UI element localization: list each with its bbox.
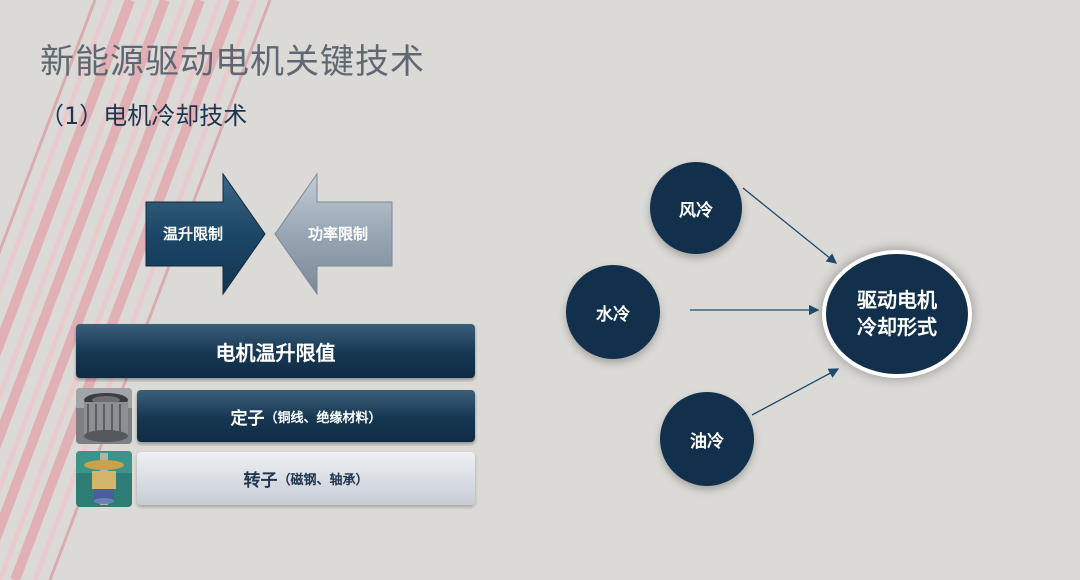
page-title: 新能源驱动电机关键技术 [40, 42, 425, 82]
oil-arrow [751, 368, 840, 416]
water-cooling-node: 水冷 [566, 265, 660, 359]
stator-row: 定子 （铜线、绝缘材料） [137, 390, 475, 442]
power-limit-label: 功率限制 [308, 225, 369, 243]
oil-cooling-node: 油冷 [660, 392, 754, 486]
temperature-limit-header: 电机温升限值 [76, 324, 475, 378]
section-subtitle: （1）电机冷却技术 [40, 102, 248, 130]
rotor-photo-icon [76, 451, 132, 507]
drive-motor-cooling-node: 驱动电机 冷却形式 [822, 250, 972, 378]
air-cooling-node: 风冷 [650, 162, 742, 254]
air-arrow [742, 187, 838, 264]
limit-arrows [145, 172, 393, 296]
stator-photo-icon [76, 388, 132, 444]
left-arrow-shape [274, 172, 393, 296]
cooling-connectors [690, 187, 840, 416]
temperature-limit-label: 温升限制 [163, 225, 224, 243]
right-arrow-shape [145, 172, 266, 296]
rotor-row: 转子 （磁钢、轴承） [137, 452, 475, 505]
